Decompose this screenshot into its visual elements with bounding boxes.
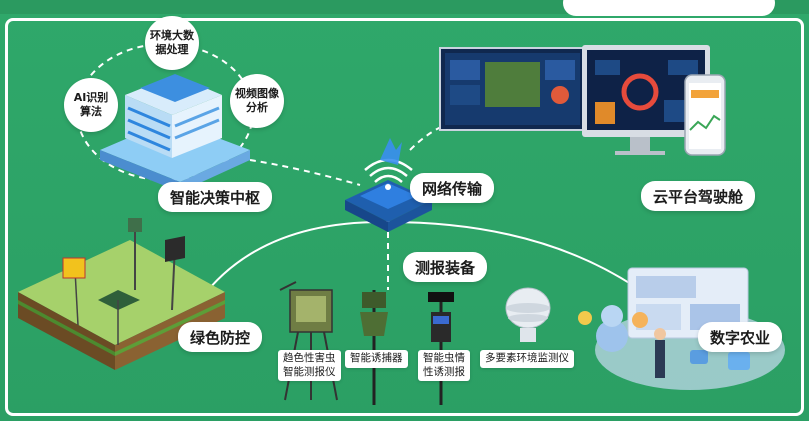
bubble-env-bigdata-text: 环境大数 据处理 <box>150 29 194 56</box>
bubble-video-analysis-text: 视频图像 分析 <box>235 87 279 114</box>
network-label: 网络传输 <box>410 173 495 203</box>
bubble-env-bigdata: 环境大数 据处理 <box>145 16 199 70</box>
device-label-insect-monitor: 智能虫情 性诱测报 <box>418 350 470 382</box>
content-frame <box>5 18 804 416</box>
connector-hub-network <box>249 159 361 186</box>
bubble-ai-recognition: AI识别 算法 <box>64 78 118 132</box>
monitor-label: 测报装备 <box>403 252 488 282</box>
digital-label: 数字农业 <box>698 322 783 352</box>
dashboard-screens-icon <box>439 45 710 155</box>
device-env-monitor-icon <box>505 287 551 342</box>
device-label-env-monitor: 多要素环境监测仪 <box>480 350 574 368</box>
bubble-ai-recognition-text: AI识别 算法 <box>73 91 109 118</box>
cloud-label: 云平台驾驶舱 <box>641 181 756 211</box>
bubble-video-analysis: 视频图像 分析 <box>230 74 284 128</box>
device-label-color-trap: 趋色性害虫 智能测报仪 <box>278 350 341 382</box>
phone-icon <box>684 74 726 156</box>
device-label-smart-trap: 智能诱捕器 <box>345 350 408 368</box>
pest-trap-icon <box>62 218 185 345</box>
green-label: 绿色防控 <box>178 322 263 352</box>
device-color-trap-icon <box>279 281 338 401</box>
device-smart-trap-icon <box>360 290 388 405</box>
top-tab <box>563 0 775 16</box>
hub-building-icon <box>100 74 250 192</box>
device-insect-monitor-icon <box>428 292 454 405</box>
hub-label: 智能决策中枢 <box>158 182 273 212</box>
